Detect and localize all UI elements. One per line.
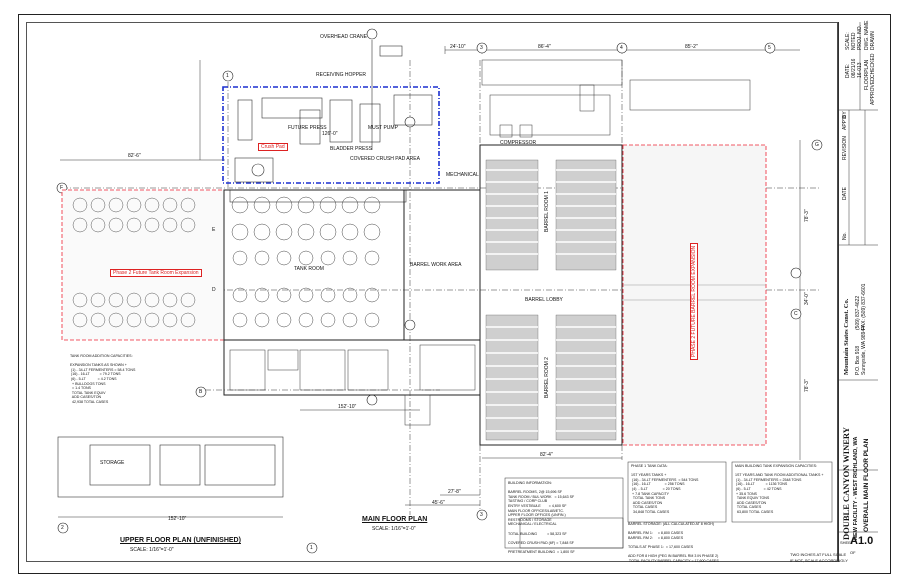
firm-city: Sunnyside, WA 98944 (861, 325, 867, 375)
dimension: 82'-4" (540, 452, 553, 458)
grid-label: 1 (310, 545, 313, 551)
drawing-frame (26, 22, 838, 562)
tank-room-expansion-label: Phase 2 Future Tank Room Expansion (110, 269, 202, 277)
main-building-expansion-note: MAIN BUILDING TANK EXPANSION CAPACITIES:… (735, 464, 824, 514)
dimension: 85'-2" (685, 44, 698, 50)
barrel-room-1-label: BARREL ROOM 1 (544, 191, 550, 232)
upper-plan-scale: SCALE: 1/16"=1'-0" (130, 547, 174, 553)
firm-name: Mountain States Const. Co. (843, 298, 850, 375)
dimension: 78'-3" (804, 209, 810, 222)
grid-label: 2 (61, 525, 64, 531)
overhead-crane-label: OVERHEAD CRANE (320, 34, 367, 40)
barrel-expansion-label: PHASE 2 FUTURE BARREL ROOM EXPANSION (690, 242, 698, 360)
sheet-number: A1.0 (850, 535, 874, 547)
main-plan-title: MAIN FLOOR PLAN (362, 516, 428, 523)
of-label: OF (850, 550, 856, 555)
tank-data-note: PHASE 1 TANK DATA: 1ST YEARS TANKS + (16… (631, 464, 699, 514)
building-info-note: BUILDING INFORMATION: BARREL ROOMS, 2@ 1… (508, 481, 575, 554)
storage-label: STORAGE (100, 460, 125, 466)
grid-label: 3 (480, 512, 483, 518)
firm-fax: FAX: (509) 837-6601 (861, 283, 867, 330)
barrel-storage-note: BARREL STORAGE: (ALL CALCULATED AT 8 HIG… (628, 522, 719, 563)
grid-label: 4 (620, 45, 623, 51)
sheet-title: OVERALL MAIN FLOOR PLAN (863, 438, 870, 532)
bladder-press-label: BLADDER PRESS (330, 146, 372, 152)
project-subtitle: NEW FACILITY - WEST RICHLAND, WA (853, 436, 859, 540)
checked-label: CHECKED (870, 53, 876, 78)
dimension: 34'-0" (804, 292, 810, 305)
no-label: No. (842, 232, 848, 240)
main-plan-scale: SCALE: 1/16"=1'-0" (372, 526, 416, 532)
compressor-label: COMPRESSOR (500, 140, 537, 146)
grid-label: B (199, 389, 203, 395)
proj-value: 16-013 (857, 62, 863, 78)
grid-label: F (60, 185, 64, 191)
approved-label: APPROVED (870, 77, 876, 105)
dimension: 45'-6" (432, 500, 445, 506)
upper-plan-title: UPPER FLOOR PLAN (UNFINISHED) (120, 537, 241, 544)
grid-label: E (212, 227, 216, 233)
covered-crush-pad-label: COVERED CRUSH PAD AREA (350, 156, 420, 162)
grid-label: D (212, 287, 216, 293)
scale-note-2: IF NOT, SCALE ACCORDINGLY (790, 558, 848, 563)
sheet-label: SHEET (840, 540, 854, 545)
barrel-work-area-label: BARREL WORK AREA (410, 262, 462, 268)
dimension: 78'-3" (804, 379, 810, 392)
drawn-label: DRAWN (870, 31, 876, 50)
grid-label: 1 (226, 73, 229, 79)
crush-pad-label: Crush Pad (258, 143, 288, 151)
date-col-label: DATE (842, 187, 848, 200)
future-press-label: FUTURE PRESS (288, 125, 327, 131)
receiving-hopper-label: RECEIVING HOPPER (316, 72, 367, 78)
by-label: BY (842, 111, 848, 118)
dimension: 86'-4" (538, 44, 551, 50)
dimension: 24'-10" (450, 44, 466, 50)
dimension: 152'-10" (168, 516, 187, 522)
dimension: 152'-10" (338, 404, 357, 410)
grid-label: 3 (480, 45, 483, 51)
revision-label: REVISION (842, 136, 848, 160)
title-block (838, 22, 879, 562)
grid-label: C (794, 311, 798, 317)
grid-label: 5 (768, 45, 771, 51)
proj-label: PROJ. NO. (857, 24, 863, 50)
tank-room-label: TANK ROOM (294, 266, 324, 272)
barrel-room-2-label: BARREL ROOM 2 (544, 357, 550, 398)
tank-room-expansion-note: TANK ROOM ADDITION CAPACITIES: EXPANSION… (70, 354, 136, 404)
dimension: 126'-0" (322, 131, 338, 137)
must-pump-label: MUST PUMP (368, 125, 398, 131)
dimension: 82'-6" (128, 153, 141, 159)
dimension: 27'-8" (448, 489, 461, 495)
project-name: DOUBLE CANYON WINERY (841, 427, 851, 540)
mechanical-label: MECHANICAL (446, 172, 479, 178)
drawing-sheet (18, 14, 891, 574)
scale-note: TWO INCHES AT FULL SCALE (790, 552, 847, 557)
barrel-lobby-label: BARREL LOBBY (525, 297, 563, 303)
grid-label: G (815, 142, 819, 148)
